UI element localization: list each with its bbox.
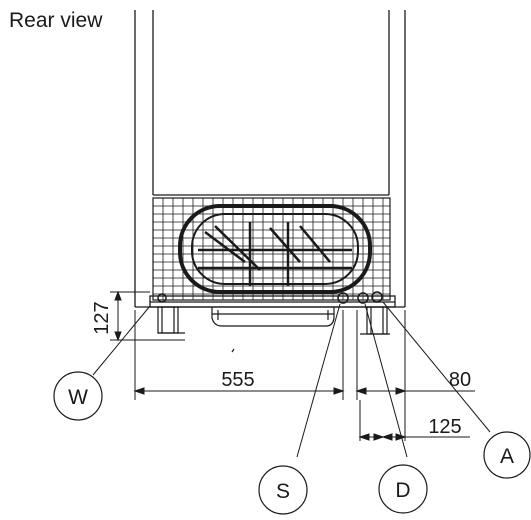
base-frame <box>149 295 396 308</box>
callout-w: W <box>53 371 103 421</box>
cabinet-body <box>134 10 406 308</box>
dimension-555-label: 555 <box>221 369 254 391</box>
dimension-127-label: 127 <box>91 301 113 334</box>
foot-right <box>360 306 390 335</box>
dimension-555 <box>133 310 345 400</box>
coil-piping <box>178 204 372 294</box>
view-title: Rear view <box>9 9 103 32</box>
callout-a: A <box>483 431 531 479</box>
callout-d-label: D <box>395 479 410 502</box>
callout-s: S <box>258 465 308 515</box>
callout-a-label: A <box>500 445 514 468</box>
connection-stubs <box>157 291 383 304</box>
dimension-125 <box>358 400 470 441</box>
callout-w-label: W <box>68 386 88 409</box>
foot-left <box>157 306 185 334</box>
dimension-125-label: 125 <box>428 416 461 438</box>
drip-tray <box>211 307 335 327</box>
dimension-80-label: 80 <box>449 369 471 391</box>
leader-lines <box>92 301 491 458</box>
dimension-80 <box>355 310 475 400</box>
mark <box>231 348 235 353</box>
callout-d: D <box>378 464 428 514</box>
callout-s-label: S <box>276 480 290 503</box>
